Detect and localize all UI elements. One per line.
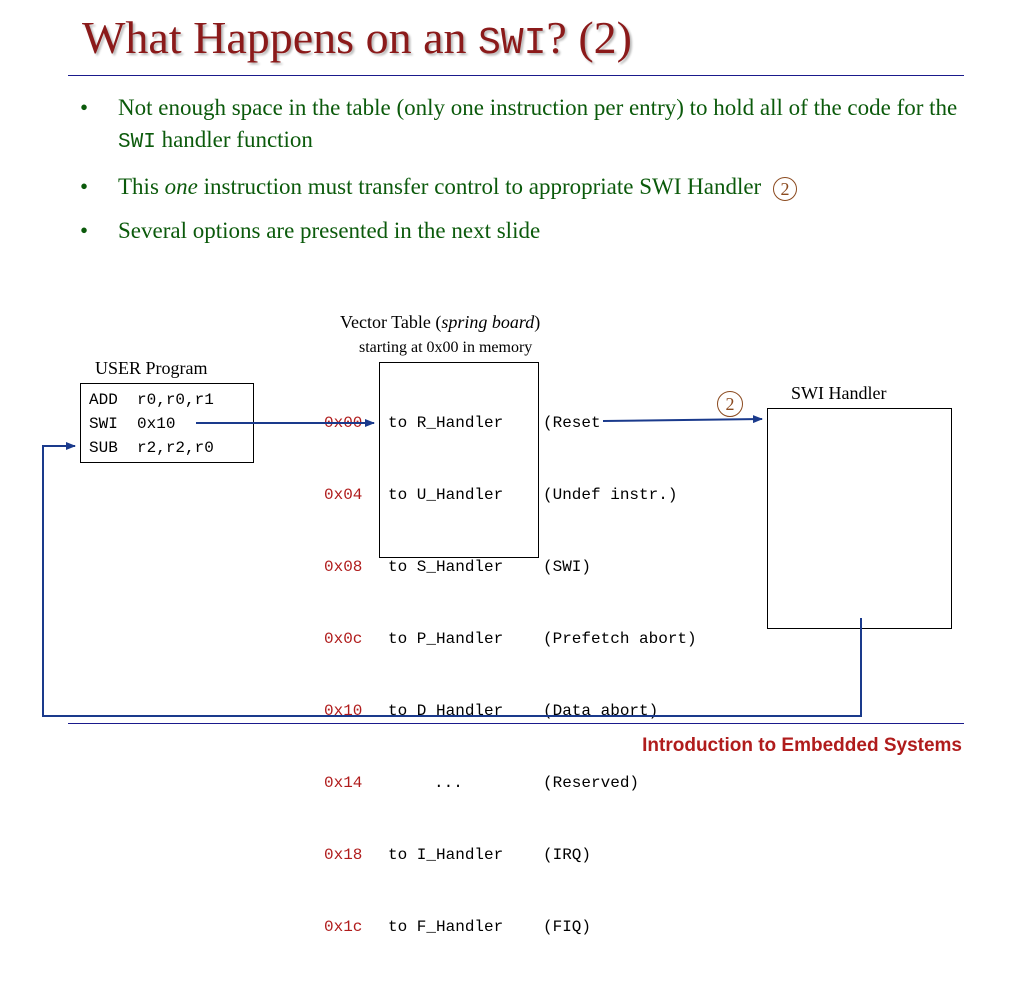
code-line: SWI 0x10 <box>89 415 176 433</box>
vector-address: 0x14 <box>324 774 363 792</box>
vector-handler: to U_Handler <box>388 486 504 504</box>
vector-description: (Reserved) <box>543 774 640 792</box>
vector-address: 0x0c <box>324 630 363 648</box>
user-program-label: USER Program <box>95 358 208 378</box>
slide: What Happens on an SWI? (2) • Not enough… <box>42 12 964 936</box>
vector-description: (Reset <box>543 414 601 432</box>
title-rule <box>68 75 964 76</box>
vector-address: 0x1c <box>324 918 363 936</box>
vector-handler: to P_Handler <box>388 630 504 648</box>
vector-address: 0x08 <box>324 558 363 576</box>
user-program-code: ADD r0,r0,r1 SWI 0x10 SUB r2,r2,r0 <box>89 388 214 460</box>
vector-handler: to R_Handler <box>388 414 504 432</box>
vector-handler: to S_Handler <box>388 558 504 576</box>
vector-description: (Prefetch abort) <box>543 630 697 648</box>
vector-description: (SWI) <box>543 558 592 576</box>
bullet-item: • This one instruction must transfer con… <box>80 171 960 203</box>
vector-address: 0x04 <box>324 486 363 504</box>
code-line: ADD r0,r0,r1 <box>89 391 214 409</box>
vector-address: 0x18 <box>324 846 363 864</box>
slide-title: What Happens on an SWI? (2) <box>82 12 632 65</box>
bullet-glyph: • <box>80 174 89 199</box>
vector-description: (FIQ) <box>543 918 592 936</box>
code-line: SUB r2,r2,r0 <box>89 439 214 457</box>
bullet-glyph: • <box>80 95 89 120</box>
step-badge: 2 <box>772 176 797 201</box>
vector-table-title: Vector Table (spring board) <box>340 312 541 332</box>
vector-table-box <box>379 362 539 558</box>
swi-handler-label: SWI Handler <box>791 383 887 403</box>
vector-handler: to I_Handler <box>388 846 504 864</box>
bullet-item: • Several options are presented in the n… <box>80 215 960 247</box>
bullet-list: • Not enough space in the table (only on… <box>80 92 960 259</box>
vector-handler: to F_Handler <box>388 918 504 936</box>
return-arrow <box>42 442 862 717</box>
vector-handler: ... <box>434 774 463 792</box>
vector-table-subtitle: starting at 0x00 in memory <box>359 339 533 356</box>
footer-text: Introduction to Embedded Systems <box>642 735 962 756</box>
swi-handler-box <box>767 408 952 629</box>
bullet-item: • Not enough space in the table (only on… <box>80 92 960 159</box>
vector-description: (Undef instr.) <box>543 486 678 504</box>
control-flow-arrows <box>42 415 862 717</box>
vector-description: (IRQ) <box>543 846 592 864</box>
step-badge: 2 <box>717 391 743 417</box>
bullet-glyph: • <box>80 218 89 243</box>
vector-to-handler-arrow <box>602 415 763 424</box>
footer-rule <box>68 723 964 724</box>
